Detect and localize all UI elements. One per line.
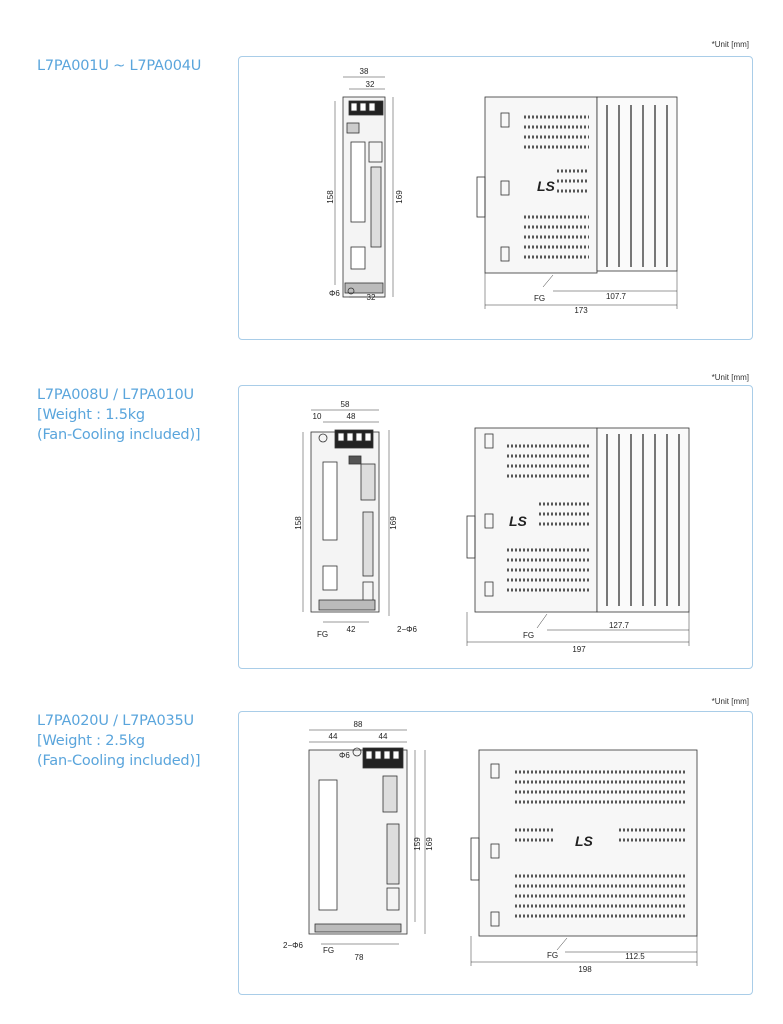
ground-label: FG bbox=[534, 294, 545, 303]
drawing-box: 58 10 48 158 169 FG 42 2−Φ6 bbox=[238, 385, 753, 669]
dimension-drawing: 88 44 44 Φ6 159 169 2−Φ6 FG 78 bbox=[283, 720, 698, 974]
ground-label: FG bbox=[317, 630, 328, 639]
side-dimensions bbox=[466, 612, 690, 646]
side-view bbox=[466, 427, 690, 613]
dim-hole: 2−Φ6 bbox=[397, 625, 418, 634]
unit-note: *Unit [mm] bbox=[711, 697, 749, 706]
front-dimensions bbox=[334, 76, 394, 298]
dim-width-total: 38 bbox=[360, 67, 369, 76]
section-l7pa001u: *Unit [mm] L7PA001U ~ L7PA004U bbox=[0, 0, 783, 345]
drawing-box: 38 32 158 169 Φ6 32 bbox=[238, 56, 753, 340]
dim-depth-total: 173 bbox=[574, 306, 588, 315]
model-title-line: L7PA001U ~ L7PA004U bbox=[37, 58, 202, 74]
model-title: L7PA008U / L7PA010U [Weight : 1.5kg (Fan… bbox=[37, 385, 201, 445]
brand-logo: LS bbox=[537, 178, 556, 194]
dim-width-total: 58 bbox=[341, 400, 350, 409]
dim-height-outer: 169 bbox=[389, 516, 398, 530]
model-title-line: L7PA020U / L7PA035U bbox=[37, 713, 194, 729]
dim-height-inner: 159 bbox=[413, 837, 422, 851]
model-title-line: [Weight : 1.5kg bbox=[37, 407, 145, 423]
model-title: L7PA020U / L7PA035U [Weight : 2.5kg (Fan… bbox=[37, 711, 201, 771]
side-view bbox=[470, 749, 698, 937]
dim-height-inner: 158 bbox=[326, 190, 335, 204]
front-dimensions bbox=[309, 729, 426, 945]
dim-width-inner: 48 bbox=[347, 412, 356, 421]
unit-note: *Unit [mm] bbox=[711, 40, 749, 49]
front-view bbox=[310, 429, 380, 613]
dim-bottom-width: 78 bbox=[355, 953, 364, 962]
model-title-line: [Weight : 2.5kg bbox=[37, 733, 145, 749]
front-dimensions bbox=[302, 409, 390, 623]
dim-depth-inner: 107.7 bbox=[606, 292, 627, 301]
front-view bbox=[308, 747, 408, 935]
dim-width-total: 88 bbox=[354, 720, 363, 729]
model-title-line: (Fan-Cooling included)] bbox=[37, 427, 201, 443]
model-title: L7PA001U ~ L7PA004U bbox=[37, 56, 201, 76]
dim-bottom-width: 32 bbox=[367, 293, 376, 302]
side-dimensions bbox=[484, 271, 678, 309]
unit-note: *Unit [mm] bbox=[711, 373, 749, 382]
dim-width-left: 10 bbox=[313, 412, 322, 421]
dim-depth-total: 198 bbox=[578, 965, 592, 974]
dim-height-outer: 169 bbox=[425, 837, 434, 851]
dim-hole: Φ6 bbox=[329, 289, 340, 298]
dim-width-left: 44 bbox=[329, 732, 338, 741]
dim-depth-total: 197 bbox=[572, 645, 586, 654]
front-view bbox=[342, 96, 386, 298]
dim-width-inner: 32 bbox=[366, 80, 375, 89]
dim-hole-top: Φ6 bbox=[339, 751, 350, 760]
dimension-drawing: 38 32 158 169 Φ6 32 bbox=[326, 67, 678, 315]
dimension-drawing: 58 10 48 158 169 FG 42 2−Φ6 bbox=[294, 400, 690, 654]
ground-label: FG bbox=[323, 946, 334, 955]
drawing-box: 88 44 44 Φ6 159 169 2−Φ6 FG 78 bbox=[238, 711, 753, 995]
side-dimensions bbox=[470, 936, 698, 966]
model-title-line: (Fan-Cooling included)] bbox=[37, 753, 201, 769]
ground-label: FG bbox=[547, 951, 558, 960]
side-view bbox=[476, 96, 678, 274]
dim-width-right: 44 bbox=[379, 732, 388, 741]
section-l7pa020u: *Unit [mm] L7PA020U / L7PA035U [Weight :… bbox=[0, 675, 783, 1024]
brand-logo: LS bbox=[575, 833, 594, 849]
dim-hole: 2−Φ6 bbox=[283, 941, 304, 950]
dim-bottom-width: 42 bbox=[347, 625, 356, 634]
brand-logo: LS bbox=[509, 513, 528, 529]
dim-depth-inner: 112.5 bbox=[625, 952, 645, 961]
dim-height-inner: 158 bbox=[294, 516, 303, 530]
model-title-line: L7PA008U / L7PA010U bbox=[37, 387, 194, 403]
dim-height-outer: 169 bbox=[395, 190, 404, 204]
ground-label: FG bbox=[523, 631, 534, 640]
dim-depth-inner: 127.7 bbox=[609, 621, 630, 630]
section-l7pa008u: *Unit [mm] L7PA008U / L7PA010U [Weight :… bbox=[0, 345, 783, 675]
